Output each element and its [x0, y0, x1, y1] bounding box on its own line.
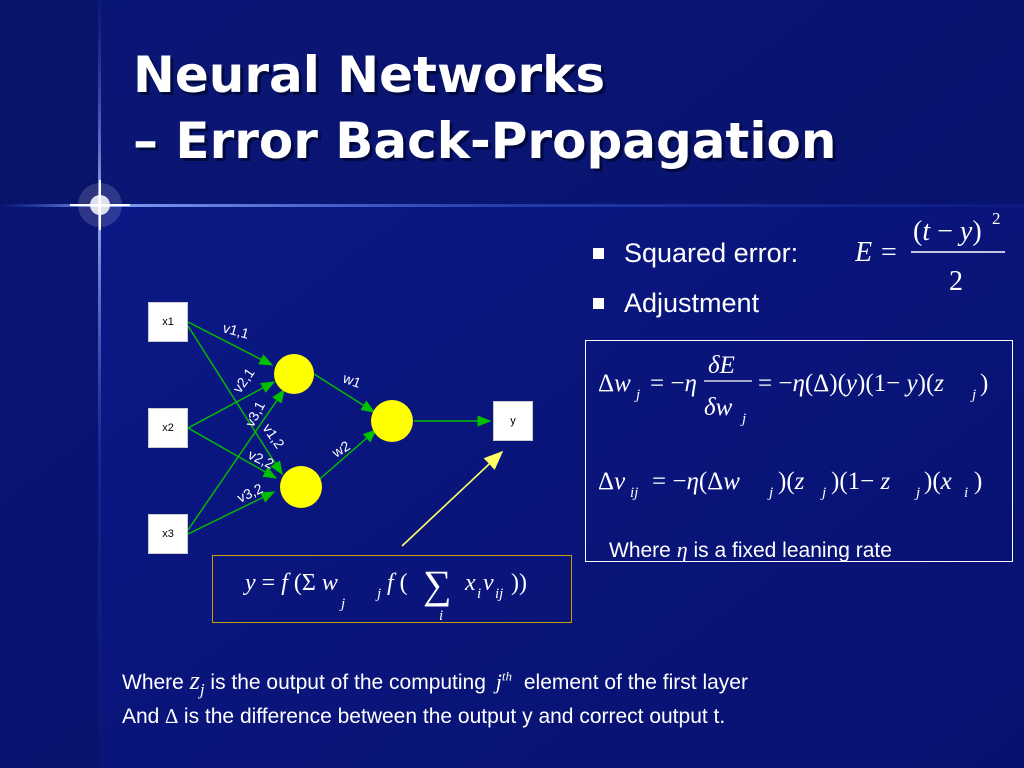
svg-text:): ) [974, 468, 982, 495]
svg-text:ij: ij [630, 485, 638, 501]
svg-text:i: i [964, 485, 968, 501]
learning-rate-text: is a fixed leaning rate [693, 539, 892, 562]
svg-text:j: j [914, 485, 920, 501]
svg-text:=: = [881, 237, 897, 268]
bullet-squared-error: Squared error: [593, 228, 798, 278]
input-label: x3 [162, 528, 174, 540]
svg-text:i: i [439, 608, 443, 622]
svg-text:= −η(Δw: = −η(Δw [652, 468, 740, 495]
weight-label: w1 [340, 369, 363, 391]
svg-text:): ) [980, 370, 988, 397]
edge-x2-h2 [187, 427, 278, 479]
layer-description: element of the first layer [523, 671, 748, 694]
edge-h1-o [313, 373, 376, 413]
svg-text:)(z: )(z [778, 468, 805, 495]
svg-text:v: v [483, 570, 494, 596]
svg-text:i: i [477, 586, 481, 602]
weight-label: v2,2 [246, 446, 277, 472]
hidden-neuron-1 [274, 354, 314, 394]
weight-label: w2 [328, 437, 353, 461]
title-line-2: – Error Back-Propagation [133, 112, 837, 170]
title-line-1: Neural Networks [133, 46, 606, 104]
where-label: Where [609, 539, 671, 562]
edge-h2-o [313, 429, 378, 485]
input-label: x1 [162, 316, 174, 328]
svg-text:)(x: )(x [924, 468, 952, 495]
input-label: x2 [162, 422, 174, 434]
svg-text:δE: δE [708, 352, 735, 379]
svg-text:ij: ij [495, 586, 503, 602]
svg-text:)): )) [511, 570, 527, 596]
where-label: Where [122, 671, 184, 694]
svg-text:2: 2 [949, 266, 963, 297]
bullet-square-icon [593, 297, 604, 309]
weight-label: v1,2 [260, 421, 288, 452]
bullet-label: Squared error: [624, 238, 799, 268]
output-label: y [510, 415, 516, 427]
bullet-label: Adjustment [624, 288, 760, 318]
svg-text:j: j [970, 387, 976, 403]
network-output-formula: y = f (Σ w j j f ( ∑ i x i v ij )) [243, 562, 527, 622]
connections [187, 321, 492, 535]
svg-text:j: j [375, 586, 381, 602]
edge-x1-h2 [187, 325, 283, 476]
bottom-line-1: Where zj is the output of the computing … [122, 666, 748, 700]
svg-text:)(1− z: )(1− z [831, 468, 891, 495]
output-description: is the output of the computing [210, 671, 486, 694]
weight-label: v1,1 [221, 319, 251, 341]
adjustment-formulas: Δw j = −η δE δw j = −η(Δ)(y)(1− y)(z j )… [598, 352, 988, 501]
and-label: And [122, 705, 160, 728]
weight-label: v2,1 [229, 365, 257, 396]
edge-x3-h1 [187, 388, 285, 531]
svg-text:y = f (Σ w: y = f (Σ w [243, 570, 338, 596]
weight-label: v3,2 [235, 480, 266, 506]
j-th-symbol: jth [495, 668, 513, 694]
svg-text:Δv: Δv [598, 468, 626, 495]
svg-text:= −η(Δ)(y)(1− y)(z: = −η(Δ)(y)(1− y)(z [758, 370, 944, 397]
delta-description: is the difference between the output y a… [183, 705, 726, 728]
slide-title: Neural Networks – Error Back-Propagation [133, 42, 837, 174]
svg-text:j: j [767, 485, 773, 501]
svg-text:∑: ∑ [423, 562, 452, 607]
svg-text:j: j [339, 596, 345, 612]
z-j-symbol: zj [189, 666, 205, 700]
pointer-arrow [401, 450, 504, 547]
input-node-x3: x3 [148, 514, 188, 554]
bullet-adjustment: Adjustment [593, 278, 798, 328]
network-output-formula-box: y = f (Σ w j j f ( ∑ i x i v ij )) [212, 555, 572, 623]
squared-error-formula: E = (t − y) 2 2 [855, 209, 1005, 297]
delta-symbol: ∆ [165, 704, 179, 728]
eta-symbol: η [676, 537, 688, 562]
input-node-x2: x2 [148, 408, 188, 448]
svg-text:2: 2 [992, 209, 1001, 228]
svg-text:= −η: = −η [650, 370, 697, 397]
svg-text:E: E [855, 237, 872, 268]
output-node-y: y [493, 401, 533, 441]
svg-text:f (: f ( [387, 570, 408, 596]
edge-x1-h1 [187, 321, 274, 366]
hidden-neuron-2 [280, 466, 322, 508]
svg-text:Δw: Δw [598, 370, 631, 397]
svg-text:(t − y): (t − y) [913, 216, 982, 247]
svg-text:j: j [634, 387, 640, 403]
svg-text:x: x [464, 570, 476, 596]
bullet-list: Squared error: Adjustment [593, 228, 798, 328]
input-node-x1: x1 [148, 302, 188, 342]
learning-rate-note: Where η is a fixed leaning rate [609, 537, 892, 563]
output-neuron [371, 400, 413, 442]
svg-text:j: j [740, 411, 746, 427]
weight-label: v3,1 [242, 398, 269, 429]
svg-text:δw: δw [704, 394, 733, 421]
edge-x3-h2 [187, 491, 276, 535]
svg-text:j: j [820, 485, 826, 501]
edge-x2-h1 [187, 381, 276, 429]
adjustment-formula-box: Δw j = −η δE δw j = −η(Δ)(y)(1− y)(z j )… [585, 340, 1013, 562]
bullet-square-icon [593, 247, 604, 259]
bottom-line-2: And ∆ is the difference between the outp… [122, 704, 725, 729]
